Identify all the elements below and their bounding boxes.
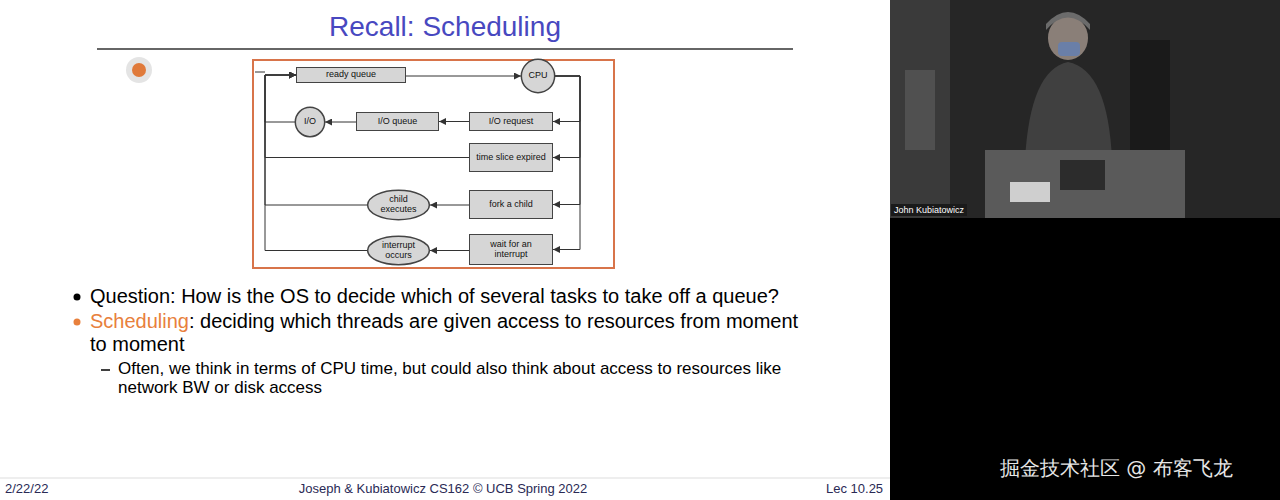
footer-credit: Joseph & Kubiatowicz CS162 © UCB Spring … (0, 481, 886, 496)
bullet-dot (74, 294, 81, 301)
node-label: CPU (528, 71, 547, 81)
node-label: fork a child (489, 200, 533, 210)
video-wall (890, 0, 950, 218)
state-ellipse: interrupt occurs (367, 236, 430, 265)
person-body (1025, 62, 1112, 160)
state-ellipse: child executes (367, 190, 430, 220)
diagram-frame (253, 60, 614, 268)
podium-sign (1010, 182, 1050, 202)
node-text-group: fork a child (489, 200, 533, 210)
ellipse-shape (368, 236, 430, 264)
slide-ground (0, 0, 890, 500)
laptop (1060, 160, 1105, 190)
process-box: time slice expired (469, 143, 553, 172)
flow-arrow (439, 121, 469, 122)
node-label: I/O (304, 117, 316, 127)
node-label: child executes (373, 195, 424, 215)
bullet-paragraph: Scheduling: deciding which threads are g… (90, 310, 805, 356)
entry-line (255, 72, 265, 73)
watermark: 掘金技术社区 @ 布客飞龙 (1000, 455, 1233, 481)
flow-arrow (553, 76, 580, 158)
video-door (1130, 40, 1170, 150)
flow-arrow (406, 76, 521, 77)
node-text-group: child executes (373, 195, 424, 215)
node-label: time slice expired (476, 153, 546, 163)
flow-arrow (430, 250, 469, 251)
process-box: fork a child (469, 190, 553, 219)
process-box: wait for an interrupt (469, 234, 553, 265)
node-text-group: time slice expired (476, 153, 546, 163)
footer-rule (0, 478, 890, 479)
flow-arrow (265, 75, 367, 205)
flow-arrow (430, 205, 469, 206)
flow-arrow (265, 75, 469, 158)
process-box: ready queue (296, 67, 406, 83)
flow-arrow (553, 76, 580, 250)
node-label: I/O queue (378, 117, 418, 127)
node-text-group: I/O (304, 117, 316, 127)
bullet-text: Question: How is the OS to decide which … (90, 285, 890, 308)
person-head (1048, 16, 1088, 60)
node-label: wait for an interrupt (473, 240, 549, 260)
footer-date: 2/22/22 (5, 481, 48, 496)
person-mask (1058, 42, 1080, 56)
node-text-group: wait for an interrupt (473, 240, 549, 260)
process-box: I/O request (469, 112, 553, 131)
person-cap (1046, 12, 1090, 30)
state-ellipse: I/O (295, 107, 325, 137)
slide-number: Lec 10.25 (826, 481, 883, 496)
podium (985, 150, 1185, 218)
node-label: interrupt occurs (373, 241, 424, 261)
sub-bullet-text: Often, we think in terms of CPU time, bu… (118, 359, 808, 397)
bullet-text: : deciding which threads are given acces… (90, 310, 798, 355)
flow-arrow (553, 76, 580, 205)
node-label: ready queue (326, 70, 376, 80)
title-rule (97, 48, 793, 50)
ellipse-shape (368, 190, 430, 219)
flow-arrow (265, 75, 367, 251)
speaker-name: John Kubiatowicz (891, 204, 967, 216)
flow-arrow (553, 76, 580, 122)
bullet-dot (74, 319, 81, 326)
flow-arrow (265, 75, 296, 122)
node-text-group: I/O request (489, 117, 534, 127)
ellipse-shape (295, 107, 324, 136)
laser-pointer (132, 63, 146, 77)
state-ellipse: CPU (521, 59, 555, 93)
node-text-group: I/O queue (378, 117, 418, 127)
video-monitor (905, 70, 935, 150)
video-frame (890, 0, 1280, 218)
pointer-halo (126, 57, 152, 83)
slide-title: Recall: Scheduling (0, 10, 890, 44)
node-text-group: CPU (528, 71, 547, 81)
flow-arrow (325, 122, 356, 123)
sub-bullet-dash (101, 369, 110, 371)
keyword: Scheduling (90, 310, 189, 332)
node-text-group: ready queue (326, 70, 376, 80)
node-text-group: interrupt occurs (373, 241, 424, 261)
dark-panel (890, 0, 1280, 500)
node-label: I/O request (489, 117, 534, 127)
ellipse-shape (521, 59, 554, 92)
process-box: I/O queue (356, 112, 439, 131)
